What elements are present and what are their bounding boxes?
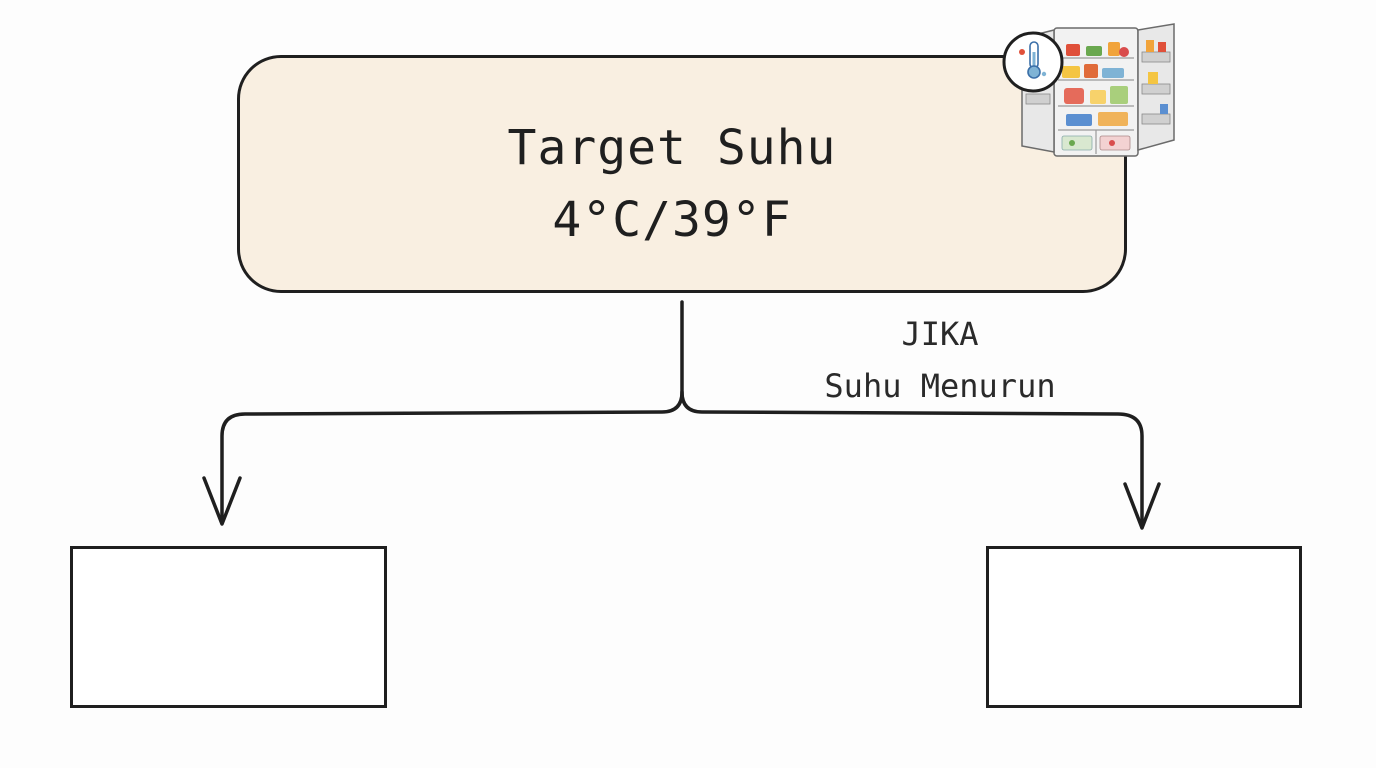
arrowhead-right: [1123, 482, 1161, 530]
refrigerator-icon: [1002, 23, 1175, 157]
connector-right-branch: [680, 390, 1144, 528]
root-title: Target Suhu: [507, 120, 837, 176]
arrowhead-left: [202, 476, 242, 526]
child-node-left: [70, 546, 387, 708]
root-node: [237, 55, 1127, 293]
thermometer-icon: [1002, 31, 1064, 93]
root-node-label: Target Suhu 4°C/39°F: [237, 112, 1107, 256]
connector-trunk: [220, 300, 684, 524]
root-temperature: 4°C/39°F: [552, 192, 792, 248]
condition-label-right: JIKA Suhu Menurun: [770, 308, 1110, 412]
condition-text: Suhu Menurun: [824, 367, 1056, 405]
child-node-right: [986, 546, 1302, 708]
condition-keyword: JIKA: [901, 315, 979, 353]
